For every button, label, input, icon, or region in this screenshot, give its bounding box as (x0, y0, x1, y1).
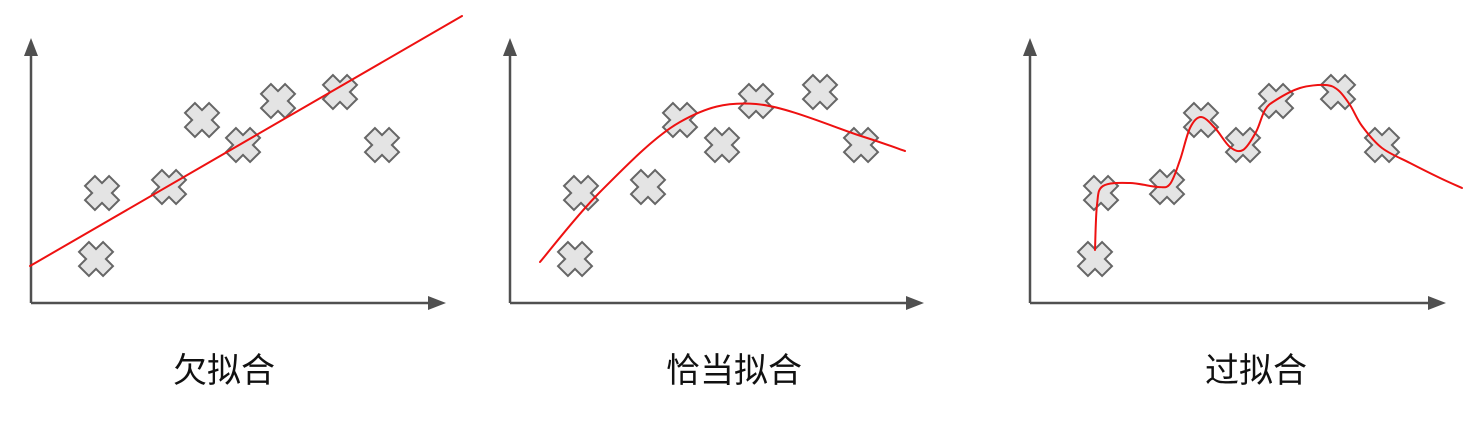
underfit-caption: 欠拟合 (173, 351, 275, 391)
cross-marker-icon (1182, 101, 1220, 139)
cross-marker-icon (556, 240, 594, 278)
x-axis-arrow-icon (1428, 296, 1446, 310)
cross-marker-icon (1076, 240, 1114, 278)
goodfit-axes (503, 38, 924, 310)
overfit-axes (1023, 38, 1446, 310)
cross-marker-icon (629, 168, 667, 206)
overfit-data-points (1076, 73, 1401, 278)
fit-curve-line (1094, 83, 1463, 251)
overfit-fit-curve (1094, 83, 1463, 251)
underfit-data-points (77, 73, 401, 278)
cross-marker-icon (1082, 174, 1120, 212)
cross-marker-icon (150, 168, 188, 206)
fit-curve-line (29, 15, 463, 267)
x-axis-arrow-icon (906, 296, 924, 310)
cross-marker-icon (737, 82, 775, 120)
cross-marker-icon (661, 101, 699, 139)
cross-marker-icon (259, 82, 297, 120)
cross-marker-icon (77, 240, 115, 278)
goodfit-fit-curve (539, 102, 906, 263)
cross-marker-icon (321, 73, 359, 111)
underfit-axes (24, 38, 446, 310)
fit-curve-line (539, 102, 906, 263)
goodfit-panel (503, 38, 924, 310)
y-axis-arrow-icon (503, 38, 517, 56)
cross-marker-icon (83, 174, 121, 212)
overfit-caption: 过拟合 (1205, 351, 1307, 391)
cross-marker-icon (1363, 126, 1401, 164)
goodfit-data-points (556, 73, 880, 278)
underfit-panel (24, 15, 463, 310)
goodfit-caption: 恰当拟合 (666, 351, 802, 391)
overfit-panel (1023, 38, 1463, 310)
cross-marker-icon (224, 126, 262, 164)
cross-marker-icon (801, 73, 839, 111)
cross-marker-icon (703, 126, 741, 164)
cross-marker-icon (562, 174, 600, 212)
cross-marker-icon (1224, 126, 1262, 164)
cross-marker-icon (183, 101, 221, 139)
cross-marker-icon (1319, 73, 1357, 111)
y-axis-arrow-icon (24, 38, 38, 56)
cross-marker-icon (842, 126, 880, 164)
cross-marker-icon (363, 126, 401, 164)
y-axis-arrow-icon (1023, 38, 1037, 56)
underfit-fit-curve (29, 15, 463, 267)
x-axis-arrow-icon (428, 296, 446, 310)
